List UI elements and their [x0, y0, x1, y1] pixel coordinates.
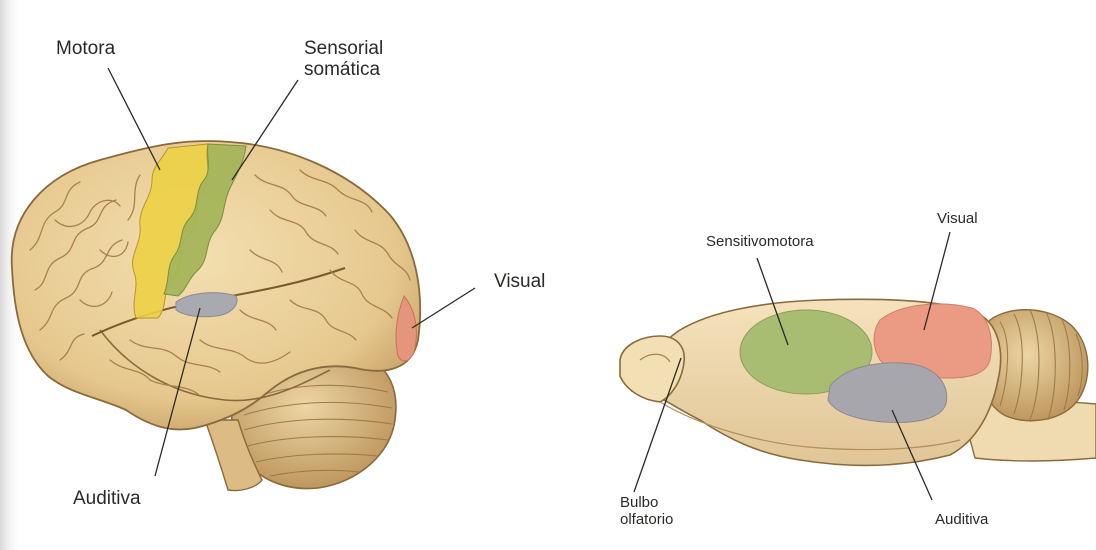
label-somatosensory-line2: somática [304, 59, 383, 80]
human-brain [12, 141, 420, 491]
label-sensorimotor: Sensitivomotora [706, 234, 814, 251]
visual-leader-line [412, 288, 475, 328]
label-olfactory-line2: olfatorio [620, 512, 673, 529]
label-auditory-human: Auditiva [73, 488, 141, 509]
rat-brain [620, 299, 1096, 465]
label-olfactory-line1: Bulbo [620, 495, 673, 512]
label-motor: Motora [56, 38, 115, 59]
label-somatosensory: Sensorial somática [304, 38, 383, 81]
label-olfactory-bulb: Bulbo olfatorio [620, 495, 673, 529]
label-visual-human: Visual [494, 271, 545, 292]
label-auditory-rat: Auditiva [935, 512, 988, 529]
label-somatosensory-line1: Sensorial [304, 38, 383, 59]
label-visual-rat: Visual [937, 211, 978, 228]
